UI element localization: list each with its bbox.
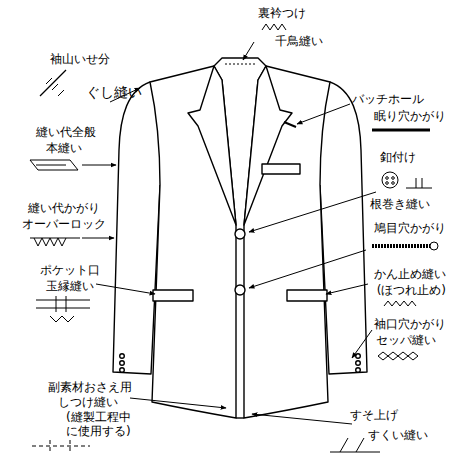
- stitch-label: 釦付け: [380, 150, 416, 164]
- welt-icon: [36, 296, 90, 322]
- stitch-label: かん止め縫い: [374, 267, 446, 281]
- basting-icon: [32, 440, 90, 452]
- stitch-label: すくい縫い: [368, 428, 428, 442]
- stitch-label: オーバーロック: [22, 217, 106, 231]
- stitch-label: 縫い代全般: [36, 125, 96, 139]
- stitch-label: 袖口穴かがり: [374, 317, 446, 331]
- stitch-label: 鳩目穴かがり: [374, 221, 446, 235]
- stitch-label: 袖山いせ分: [50, 52, 110, 66]
- blanket-icon: [378, 352, 418, 360]
- stitch-label: ポケット口: [40, 263, 100, 277]
- stitch-label: しつけ縫い: [58, 395, 118, 409]
- stitch-label: 本縫い: [46, 141, 82, 155]
- stitch-label: 根巻き縫い: [370, 197, 430, 211]
- stitch-label: (ほつれ止め): [377, 283, 446, 297]
- buttonhole-icon: [372, 129, 430, 132]
- stitch-label: 眠り穴かがり: [374, 109, 446, 123]
- stitch-label: 玉縁縫い: [46, 279, 94, 293]
- stitch-label: ぐし縫い: [86, 84, 142, 101]
- stitch-label: セッパ縫い: [376, 333, 436, 347]
- bartack-icon: [384, 301, 416, 306]
- stitch-label: すそ上げ: [350, 408, 398, 422]
- stitch-label: 縫い代かがり: [28, 201, 100, 215]
- stitch-label: 千鳥縫い: [275, 34, 323, 48]
- herringbone-icon: [262, 24, 286, 30]
- stitch-label: バッチホール: [352, 92, 424, 106]
- jacket-half: [113, 66, 236, 418]
- stitch-label: (縫製工程中 に使用する): [66, 410, 131, 439]
- lockstitch-icon: [30, 160, 78, 170]
- gathering-icon: [46, 78, 64, 96]
- stitch-label: 裏衿つけ: [258, 6, 306, 20]
- jacket-half: [244, 66, 367, 418]
- leader-lines: [82, 42, 376, 424]
- shank-icon: [406, 178, 432, 188]
- stitch-label: 副素材おさえ用: [48, 380, 132, 394]
- overlock-icon: [30, 238, 80, 246]
